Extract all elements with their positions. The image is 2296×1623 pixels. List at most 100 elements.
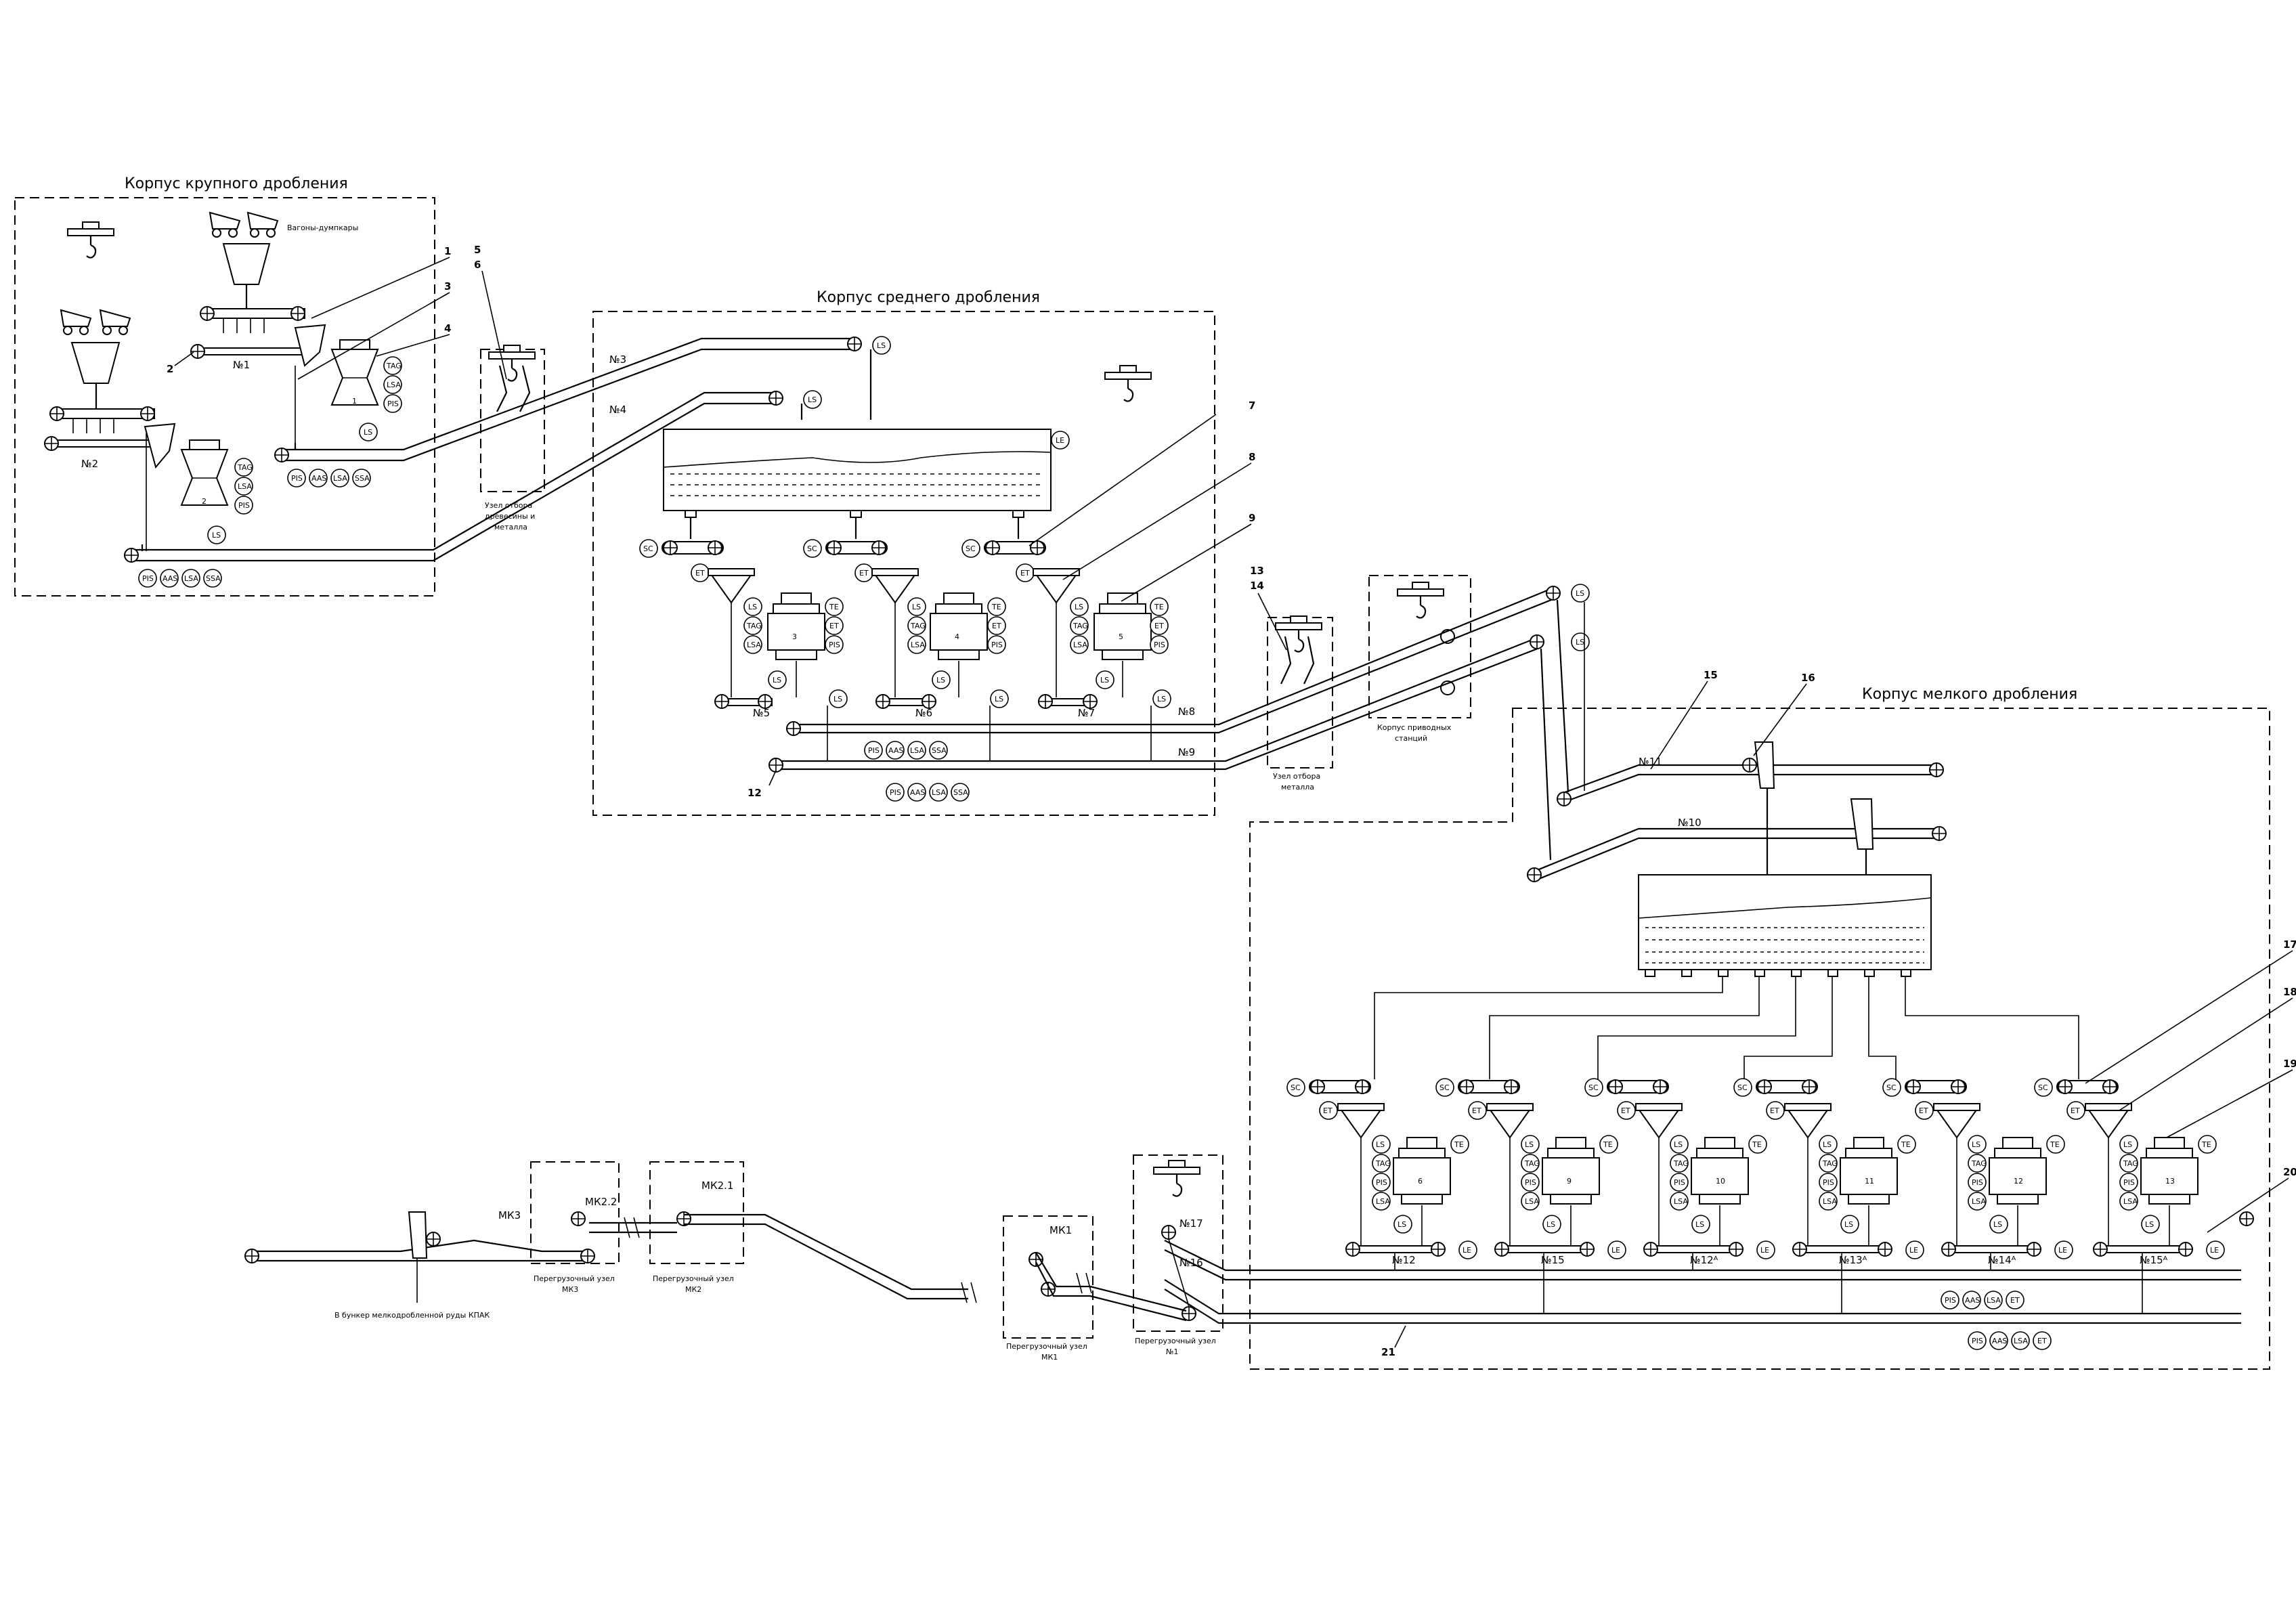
fine-crusher (1393, 1137, 1451, 1205)
svg-text:LS: LS (1546, 1220, 1555, 1229)
dump-car-icon (209, 212, 240, 238)
svg-text:№12: №12 (1392, 1254, 1416, 1266)
svg-text:LS: LS (1100, 676, 1109, 685)
svg-text:12: 12 (2014, 1177, 2023, 1186)
svg-text:TE: TE (1752, 1140, 1762, 1149)
svg-text:TAG: TAG (1073, 622, 1088, 630)
svg-text:МК1: МК1 (1041, 1353, 1058, 1362)
svg-text:№6: №6 (915, 707, 932, 719)
svg-text:13: 13 (2165, 1177, 2175, 1186)
svg-text:LS: LS (1993, 1220, 2002, 1229)
svg-text:МК2: МК2 (685, 1285, 701, 1294)
svg-text:PIS: PIS (142, 574, 154, 583)
svg-text:AAS: AAS (311, 474, 326, 483)
coarse-panel-1: PIS AAS LSA SSA (287, 469, 371, 488)
svg-text:LSA: LSA (1987, 1296, 2001, 1305)
svg-text:AAS: AAS (1965, 1296, 1980, 1305)
dump-car-icon (60, 309, 91, 335)
svg-text:№7: №7 (1078, 707, 1095, 719)
svg-text:TE: TE (1603, 1140, 1613, 1149)
fine-crusher-lines: SCET6LSTAGPISLSATELSLE№12SCET9LSTAGPISLS… (1286, 1078, 2225, 1314)
medium-building-border (592, 311, 1215, 816)
receiving-hopper-icon (70, 342, 121, 384)
fine-panel-1: PIS AAS LSA ET (1941, 1291, 2024, 1310)
svg-text:TAG: TAG (1971, 1159, 1987, 1168)
svg-text:LE: LE (1760, 1246, 1769, 1255)
svg-text:МК2.1: МК2.1 (701, 1180, 733, 1192)
fine-bunker (1638, 874, 1932, 970)
svg-text:AAS: AAS (1992, 1337, 2007, 1345)
dump-car-icon (100, 309, 131, 335)
svg-text:МК2.2: МК2.2 (585, 1196, 617, 1208)
svg-text:металла: металла (494, 523, 527, 532)
svg-text:TAG: TAG (1673, 1159, 1689, 1168)
svg-text:LS: LS (2123, 1140, 2132, 1149)
svg-text:LE: LE (1611, 1246, 1620, 1255)
svg-text:ET: ET (2071, 1106, 2080, 1115)
svg-text:PIS: PIS (1376, 1178, 1387, 1187)
svg-text:TE: TE (1901, 1140, 1911, 1149)
svg-text:LS: LS (1157, 695, 1166, 704)
svg-text:PIS: PIS (1823, 1178, 1834, 1187)
svg-text:SSA: SSA (206, 574, 221, 583)
svg-text:9: 9 (1567, 1177, 1572, 1186)
fine-panel-2: PIS AAS LSA ET (1968, 1331, 2052, 1350)
medium-line-4: SC ET 4 LS TAG LSA TE ET PIS LS (803, 539, 1006, 697)
svg-text:№17: №17 (1179, 1217, 1203, 1230)
svg-text:ET: ET (1919, 1106, 1928, 1115)
conveyor-n11 (1561, 764, 1941, 795)
svg-text:ET: ET (1770, 1106, 1779, 1115)
svg-text:МК3: МК3 (498, 1209, 521, 1221)
conveyor-n1-label: №1 (233, 359, 250, 371)
svg-text:№13ᴬ: №13ᴬ (1839, 1254, 1867, 1266)
crane-icon (1104, 364, 1152, 402)
fine-crusher (1840, 1137, 1898, 1205)
svg-text:LSA: LSA (2014, 1337, 2028, 1345)
transfer-mk2 (649, 1161, 744, 1264)
svg-text:ET: ET (829, 622, 839, 630)
svg-text:LS: LS (1695, 1220, 1704, 1229)
svg-text:ET: ET (2010, 1296, 2020, 1305)
svg-text:LSA: LSA (932, 788, 946, 797)
svg-text:TE: TE (829, 603, 839, 611)
svg-text:TE: TE (991, 603, 1001, 611)
fine-crusher (1542, 1137, 1600, 1205)
callout-5: 5 (474, 244, 481, 256)
svg-text:LSA: LSA (1972, 1197, 1986, 1206)
svg-text:LS: LS (912, 603, 921, 611)
svg-text:LE: LE (1909, 1246, 1918, 1255)
svg-text:TAG: TAG (1524, 1159, 1540, 1168)
svg-text:LE: LE (1463, 1246, 1471, 1255)
svg-text:№5: №5 (753, 707, 770, 719)
svg-text:LSA: LSA (911, 641, 925, 649)
transfer-mk1 (1003, 1215, 1093, 1339)
dump-cars-label: Вагоны-думпкары (287, 223, 358, 232)
svg-text:Перегрузочный узел: Перегрузочный узел (653, 1274, 734, 1283)
svg-text:PIS: PIS (1525, 1178, 1536, 1187)
svg-text:LS: LS (936, 676, 945, 685)
svg-text:ET: ET (992, 622, 1001, 630)
svg-text:TAG: TAG (2123, 1159, 2138, 1168)
svg-text:6: 6 (1418, 1177, 1423, 1186)
svg-text:LS: LS (1844, 1220, 1853, 1229)
svg-text:LSA: LSA (387, 381, 401, 389)
svg-text:SC: SC (643, 544, 653, 553)
conveyor-n16-belt (1164, 1279, 2241, 1315)
svg-text:LSA: LSA (1674, 1197, 1688, 1206)
svg-text:металла: металла (1281, 783, 1314, 792)
svg-text:SC: SC (1886, 1083, 1897, 1092)
svg-text:LSA: LSA (1525, 1197, 1539, 1206)
svg-text:LSA: LSA (238, 482, 252, 491)
svg-text:LS: LS (1972, 1140, 1980, 1149)
svg-text:LS: LS (773, 676, 781, 685)
svg-text:Перегрузочный узел: Перегрузочный узел (1135, 1337, 1216, 1345)
svg-text:PIS: PIS (868, 746, 880, 755)
svg-text:Узел отбора: Узел отбора (485, 501, 532, 510)
svg-text:№15ᴬ: №15ᴬ (2140, 1254, 2168, 1266)
svg-text:3: 3 (792, 632, 797, 641)
svg-text:12: 12 (748, 787, 762, 799)
svg-text:SC: SC (1737, 1083, 1748, 1092)
svg-text:PIS: PIS (890, 788, 901, 797)
